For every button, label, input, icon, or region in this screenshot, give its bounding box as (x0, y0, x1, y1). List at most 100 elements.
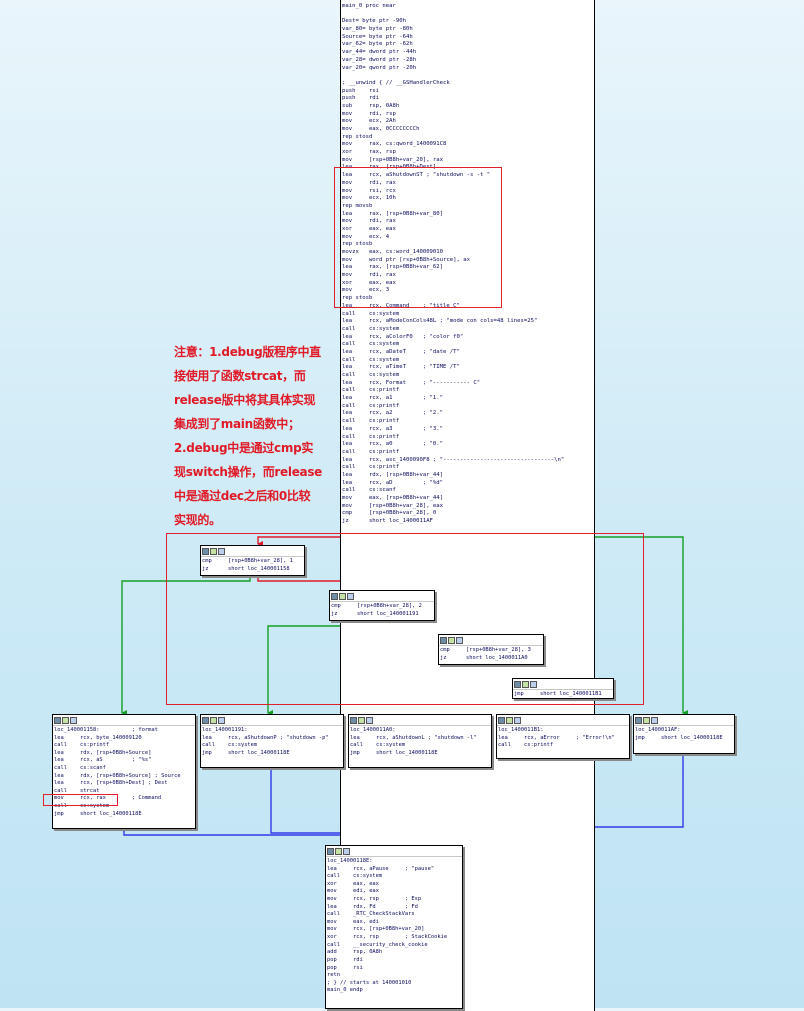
code-line: lea rcx, Format ; "----------- C" (342, 379, 481, 386)
code-line: call cs:system (342, 372, 400, 378)
code-line: mov eax, [rsp+0B8h+var_44] (342, 495, 444, 501)
code-line: lea rdx, [rsp+0B8h+Source] ; Source (54, 772, 181, 779)
annotation-line: 接使用了函数strcat，而 (174, 369, 306, 383)
jmp-default-block[interactable]: jmp short loc_1400011B1 (512, 678, 614, 699)
code-line: cmp [rsp+0B8h+var_28], 1 (202, 558, 293, 564)
comment-icon (651, 716, 658, 724)
code-line: xor eax, eax (342, 225, 396, 232)
case0-block[interactable]: loc_1400011AF:jmp short loc_14000118E (633, 714, 735, 754)
code-line: lea rcx, aError ; "Error!\n" (498, 734, 615, 741)
annotation-line: 现switch操作，而release (174, 465, 323, 479)
annotation-line: 中是通过dec之后和0比较 (174, 489, 311, 503)
code-line: lea rcx, a0 ; "0." (342, 441, 444, 448)
code-line: lea rcx, byte_140009120 (54, 734, 142, 741)
code-line: loc_1400011B1: (498, 727, 544, 733)
image-icon (339, 592, 346, 600)
code-line: lea rdx, Fd ; Fd (327, 903, 418, 910)
code-line: mov [rsp+0B8h+var_20], rax (342, 156, 444, 163)
code-line: mov ecx, 3 (342, 287, 390, 294)
code-line: push rsi (342, 87, 380, 94)
image-icon (335, 847, 342, 855)
code-line: mov eax, edi (327, 918, 379, 925)
block-header (634, 715, 734, 726)
code-line: call cs:printf (498, 742, 554, 749)
code-line: var_80= byte ptr -80h (342, 26, 413, 33)
code-line: loc_1400011A0: (350, 727, 396, 733)
code-line: xor rcx, rsp ; StackCookie (327, 934, 448, 941)
code-line: cmp [rsp+0B8h+var_28], 0 (342, 510, 437, 517)
code-line: lea rcx, a1 ; "1." (342, 395, 444, 402)
annotation-line: 注意：1.debug版程序中直 (174, 345, 321, 359)
comment-icon (366, 716, 373, 724)
code-line: pop rdi (327, 956, 363, 963)
image-icon (62, 716, 69, 724)
code-line: mov ecx, 10h (342, 195, 396, 202)
code-line: rep stosd (342, 133, 373, 140)
code-line: lea rcx, aTimeT ; "TIME /T" (342, 364, 460, 371)
case3-code: loc_1400011A0:lea rcx, aShutdownL ; "shu… (349, 726, 491, 757)
code-line: var_28= dword ptr -28h (342, 56, 417, 63)
block-header (201, 546, 304, 557)
graph-icon (202, 716, 209, 724)
code-line: mov rcx, rax ; Command (54, 795, 162, 802)
code-line: mov rdi, rax (342, 272, 396, 279)
block-header (201, 715, 343, 726)
case2-block[interactable]: loc_140001191:lea rcx, aShutdownP ; "shu… (200, 714, 344, 768)
code-line: lea rcx, aModeConCols48L ; "mode con col… (342, 318, 538, 325)
code-line: lea rcx, [rsp+0B8h+Dest] ; Dest (54, 780, 168, 787)
image-icon (448, 636, 455, 644)
code-line: call cs:scanf (342, 487, 396, 494)
code-line: call cs:system (342, 341, 400, 348)
code-line: call cs:printf (342, 387, 400, 394)
exit-code: loc_14000118E:lea rcx, aPause ; "pause"c… (326, 857, 462, 995)
code-line: loc_140001191: (202, 727, 248, 733)
code-line: mov rcx, [rsp+0B8h+var_20] (327, 926, 425, 933)
error-code: loc_1400011B1:lea rcx, aError ; "Error!\… (497, 726, 629, 750)
graph-icon (498, 716, 505, 724)
code-line: mov ecx, 4 (342, 233, 390, 240)
comment-icon (530, 680, 537, 688)
edge-cmp1-to-case1 (121, 574, 251, 716)
code-line: call cs:system (342, 310, 400, 317)
code-line: lea rcx, asc_1400090F8 ; "--------------… (342, 456, 565, 463)
comment-icon (514, 716, 521, 724)
graph-icon (202, 547, 209, 555)
image-icon (522, 680, 529, 688)
code-line: retn (327, 972, 340, 979)
code-line: var_44= dword ptr -44h (342, 49, 417, 56)
annotation-line: 2.debug中是通过cmp实 (174, 441, 314, 455)
code-line: var_20= qword ptr -20h (342, 64, 417, 71)
code-line: call cs:printf (342, 418, 400, 425)
code-line: lea rcx, aShutdownL ; "shutdown -l" (350, 734, 477, 741)
code-line: sub rsp, 0A8h (342, 102, 400, 109)
code-line: mov rdi, rax (342, 179, 396, 186)
code-line: lea rax, [rsp+0B8h+var_80] (342, 210, 444, 217)
code-line: jmp short loc_14000118E (350, 749, 438, 756)
comment-icon (70, 716, 77, 724)
code-line: push rdi (342, 95, 380, 102)
annotation-line: 实现的。 (174, 513, 221, 527)
code-line: lea rcx, Command ; "title C" (342, 302, 460, 309)
case3-block[interactable]: loc_1400011A0:lea rcx, aShutdownL ; "shu… (348, 714, 492, 768)
code-line: mov rax, cs:qword_1400091C8 (342, 141, 447, 148)
block-header (326, 846, 462, 857)
code-line: call strcat (54, 787, 100, 794)
code-line: mov rdi, rsp (342, 110, 396, 117)
exit-block[interactable]: loc_14000118E:lea rcx, aPause ; "pause"c… (325, 845, 463, 1009)
error-block[interactable]: loc_1400011B1:lea rcx, aError ; "Error!\… (496, 714, 630, 759)
code-line: loc_1400011AF: (635, 727, 681, 733)
code-line: jz short loc_140001191 (331, 610, 419, 617)
code-line: main_0 proc near (342, 3, 396, 9)
code-line: call __security_check_cookie (327, 941, 428, 948)
code-line: pop rsi (327, 964, 363, 971)
case0-code: loc_1400011AF:jmp short loc_14000118E (634, 726, 734, 742)
graph-icon (440, 636, 447, 644)
code-line: loc_140001158: ; format (54, 727, 158, 733)
code-line: mov rsi, rcx (342, 187, 396, 194)
graph-icon (331, 592, 338, 600)
